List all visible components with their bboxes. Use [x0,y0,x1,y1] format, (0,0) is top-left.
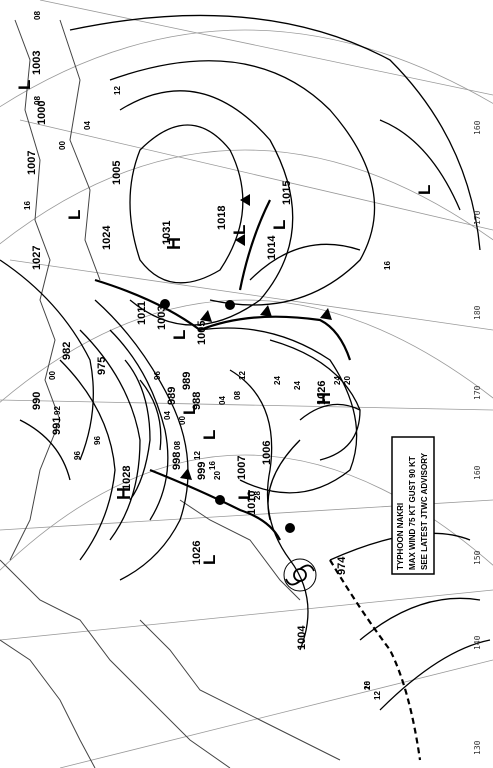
advisory-line-3: SEE LATEST JTWC ADVISORY [420,452,429,570]
pressure-value: 1003 [31,51,43,75]
isobar-label: 20 [213,471,222,480]
longitude-label: 130 [473,740,482,755]
pressure-value: 1003 [156,306,168,330]
isobar-label: 20 [343,376,352,385]
low-pressure-marker: L [235,490,254,500]
low-pressure-marker: L [415,185,434,195]
isobar-label: 00 [58,141,67,150]
pressure-value: 1031 [161,221,173,245]
isobars [0,14,491,711]
pressure-value: 999 [196,462,208,480]
isobar-label: 12 [113,86,122,95]
isobar-label: 00 [178,416,187,425]
pressure-value: 998 [171,452,183,470]
isobar-label: 20 [363,681,372,690]
typhoon-symbol [283,558,317,592]
isobar-label: 04 [163,411,172,420]
low-pressure-marker: L [200,555,219,565]
fronts [94,199,422,761]
isobar-label: 04 [83,121,92,130]
low-pressure-marker: L [270,220,289,230]
pressure-value: 1014 [266,235,278,260]
pressure-labels: 1003 1000 1007 1005 1015 1024 1027 1031 1018 1014… [15,11,482,755]
isobar-label: 96 [73,451,82,460]
pressure-value: 1026 [191,541,203,565]
pressure-value: 1006 [261,441,273,465]
front-symbols [160,194,332,533]
pressure-value: 1010 [246,491,258,515]
pressure-value: 1026 [316,381,328,405]
isobar-label: 12 [193,451,202,460]
isobar-label: 00 [48,371,57,380]
isobar-label: 16 [383,261,392,270]
longitude-label: 170 [473,210,482,225]
low-pressure-marker: L [65,210,84,220]
isobar-label: 96 [93,436,102,445]
pressure-value: 1028 [121,466,133,490]
isobar-label: 24 [273,376,282,385]
typhoon-advisory-box: TYPHOON NAKRI MAX WIND 75 KT GUST 90 KT … [391,436,435,575]
isobar-label: 08 [33,96,42,105]
isobar-label: 96 [153,371,162,380]
pressure-value: 990 [31,392,43,410]
pressure-value: 991 [51,417,63,435]
pressure-value: 1011 [136,301,148,325]
pressure-value: 1024 [101,225,113,250]
pressure-value: 1015 [281,181,293,205]
coastlines [0,19,341,768]
low-pressure-marker: L [170,330,189,340]
pressure-value: 1007 [26,151,38,175]
pressure-value: 988 [191,392,203,410]
isobar-label: 12 [238,371,247,380]
advisory-line-1: TYPHOON NAKRI [396,503,405,570]
isobar-label: 24 [333,376,342,385]
longitude-label: 150 [473,550,482,565]
pressure-value: 1018 [216,206,228,230]
pressure-value: 1000 [36,101,48,125]
longitude-label: 160 [473,465,482,480]
isobar-label: 92 [53,406,62,415]
low-pressure-marker: L [15,80,34,90]
high-pressure-marker: H [164,237,184,250]
pressure-value: 982 [61,342,73,360]
isobar-label: 24 [293,381,302,390]
longitude-label: 140 [473,635,482,650]
pressure-value: 989 [181,372,193,390]
isobar-label: 12 [373,691,382,700]
pressure-value: 1027 [31,246,43,270]
low-pressure-marker: L [180,405,199,415]
pressure-value: 989 [166,387,178,405]
pressure-value: 1005 [196,321,208,345]
isobar-label: 08 [173,441,182,450]
pressure-value: 1004 [296,625,308,650]
pressure-value: 974 [336,556,348,575]
pressure-value: 1007 [236,456,248,480]
isobar-label: 28 [253,491,262,500]
longitude-label: 160 [473,120,482,135]
isobar-label: 08 [233,391,242,400]
isobar-label: 16 [208,461,217,470]
isobar-label: 16 [23,201,32,210]
pressure-value: 1005 [111,161,123,185]
high-pressure-marker: H [314,392,334,405]
isobar-label: 08 [33,11,42,20]
longitude-label: 170 [473,385,482,400]
high-pressure-marker: H [114,487,134,500]
low-pressure-marker: L [230,225,249,235]
pressure-value: 975 [96,357,108,375]
advisory-line-2: MAX WIND 75 KT GUST 90 KT [408,456,417,570]
isobar-label: 04 [218,396,227,405]
low-pressure-marker: L [200,430,219,440]
longitude-label: 180 [473,305,482,320]
isobar-label: 16 [363,681,372,690]
